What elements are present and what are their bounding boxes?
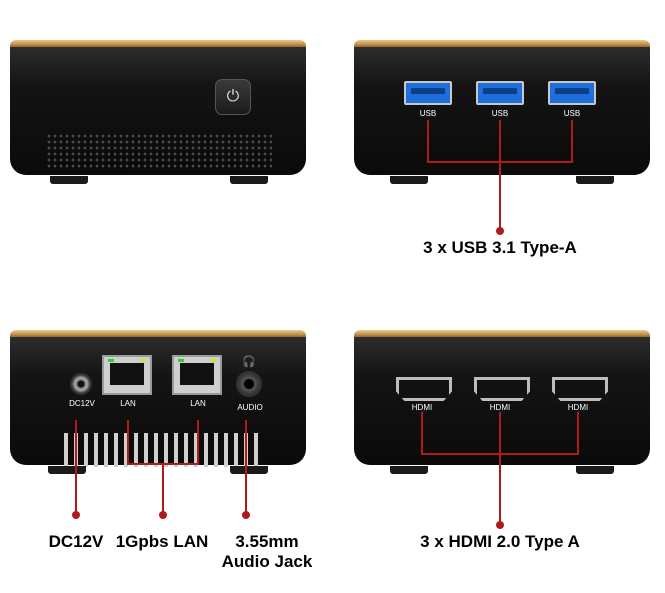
callout-line xyxy=(197,420,199,464)
audio-caption-line2: Audio Jack xyxy=(221,552,313,571)
foot-left xyxy=(390,176,428,184)
callout-dot xyxy=(242,511,250,519)
usb-label-3: USB xyxy=(563,109,581,118)
callout-line xyxy=(499,161,501,231)
callout-line xyxy=(421,412,423,454)
front-vents xyxy=(46,133,272,169)
device-usb-side: USB USB USB xyxy=(354,40,650,190)
callout-line xyxy=(577,412,579,454)
callout-dot xyxy=(496,227,504,235)
lan-label-1: LAN xyxy=(120,399,136,408)
hdmi-port-3 xyxy=(552,377,608,401)
dc-label: DC12V xyxy=(69,399,95,408)
gold-trim xyxy=(10,330,306,338)
audio-jack xyxy=(236,371,262,397)
lan-caption: 1Gpbs LAN xyxy=(115,532,209,551)
lan-port-1 xyxy=(102,355,152,395)
device-body: ⏻ xyxy=(10,47,306,175)
usb-port-2 xyxy=(476,81,524,105)
lan-led-green xyxy=(178,359,184,362)
callout-line xyxy=(127,420,129,464)
power-button: ⏻ xyxy=(215,79,251,115)
audio-caption-line1: 3.55mm xyxy=(235,532,299,551)
callout-line xyxy=(571,120,573,162)
power-icon: ⏻ xyxy=(226,88,240,105)
device-body: HDMI HDMI HDMI xyxy=(354,337,650,465)
callout-line xyxy=(245,420,247,514)
lan-label-2: LAN xyxy=(190,399,206,408)
foot-right xyxy=(576,466,614,474)
callout-line xyxy=(499,453,501,525)
hdmi-label-3: HDMI xyxy=(567,403,589,412)
foot-left xyxy=(50,176,88,184)
audio-label: AUDIO xyxy=(237,403,263,412)
callout-line xyxy=(499,412,501,454)
usb-label-1: USB xyxy=(419,109,437,118)
device-body: DC12V LAN LAN 🎧 AUDIO xyxy=(10,337,306,467)
lan-led-yellow xyxy=(210,359,216,362)
usb-port-1 xyxy=(404,81,452,105)
usb-label-2: USB xyxy=(491,109,509,118)
gold-trim xyxy=(10,40,306,48)
callout-dot xyxy=(496,521,504,529)
dc-caption: DC12V xyxy=(48,532,104,551)
callout-dot xyxy=(72,511,80,519)
foot-right xyxy=(230,466,268,474)
rear-vent-slots xyxy=(64,433,260,467)
hdmi-port-1 xyxy=(396,377,452,401)
foot-left xyxy=(390,466,428,474)
foot-left xyxy=(48,466,86,474)
device-hdmi-side: HDMI HDMI HDMI xyxy=(354,330,650,480)
hdmi-caption: 3 x HDMI 2.0 Type A xyxy=(420,532,580,551)
gold-trim xyxy=(354,40,650,48)
callout-line xyxy=(499,120,501,162)
callout-line xyxy=(427,120,429,162)
callout-line xyxy=(162,463,164,515)
usb-port-3 xyxy=(548,81,596,105)
dc-jack xyxy=(70,373,92,395)
lan-led-yellow xyxy=(140,359,146,362)
hdmi-port-2 xyxy=(474,377,530,401)
foot-right xyxy=(230,176,268,184)
foot-right xyxy=(576,176,614,184)
headphone-icon: 🎧 xyxy=(242,356,256,368)
device-rear-view: DC12V LAN LAN 🎧 AUDIO xyxy=(10,330,306,480)
callout-line xyxy=(75,420,77,514)
lan-port-2 xyxy=(172,355,222,395)
gold-trim xyxy=(354,330,650,338)
device-front-view: ⏻ xyxy=(10,40,306,190)
hdmi-label-1: HDMI xyxy=(411,403,433,412)
lan-led-green xyxy=(108,359,114,362)
callout-dot xyxy=(159,511,167,519)
usb-caption: 3 x USB 3.1 Type-A xyxy=(423,238,577,257)
hdmi-label-2: HDMI xyxy=(489,403,511,412)
device-body: USB USB USB xyxy=(354,47,650,175)
